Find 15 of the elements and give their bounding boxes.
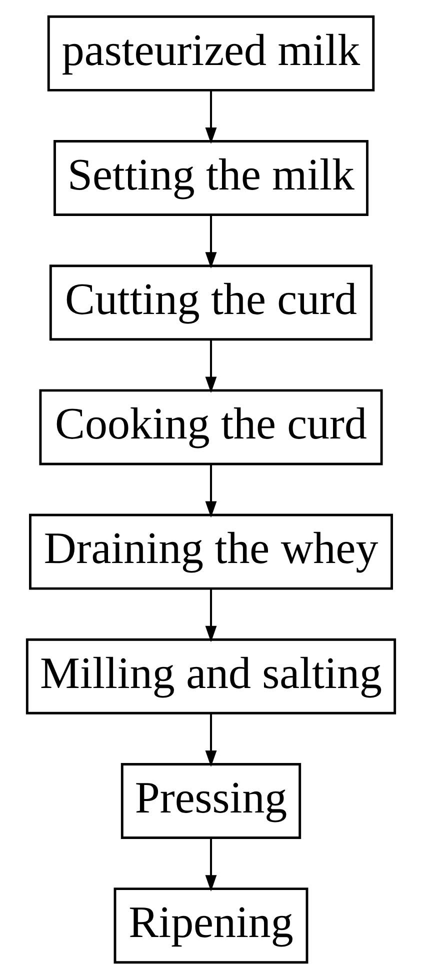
arrow bbox=[204, 838, 216, 892]
arrow bbox=[204, 214, 216, 268]
node-box: Milling and salting bbox=[25, 638, 396, 714]
node-box: Ripening bbox=[113, 888, 308, 964]
node-box: Cooking the curd bbox=[38, 389, 382, 466]
arrow bbox=[204, 340, 216, 394]
node-box: Cutting the curd bbox=[48, 264, 372, 341]
node-box: Setting the milk bbox=[53, 140, 368, 216]
arrow bbox=[204, 90, 216, 144]
node-box: Draining the whey bbox=[28, 514, 392, 590]
arrow bbox=[204, 464, 216, 518]
node-box: Pressing bbox=[120, 763, 301, 839]
arrow bbox=[204, 713, 216, 767]
node-box: pasteurized milk bbox=[46, 15, 374, 92]
arrow bbox=[204, 588, 216, 642]
